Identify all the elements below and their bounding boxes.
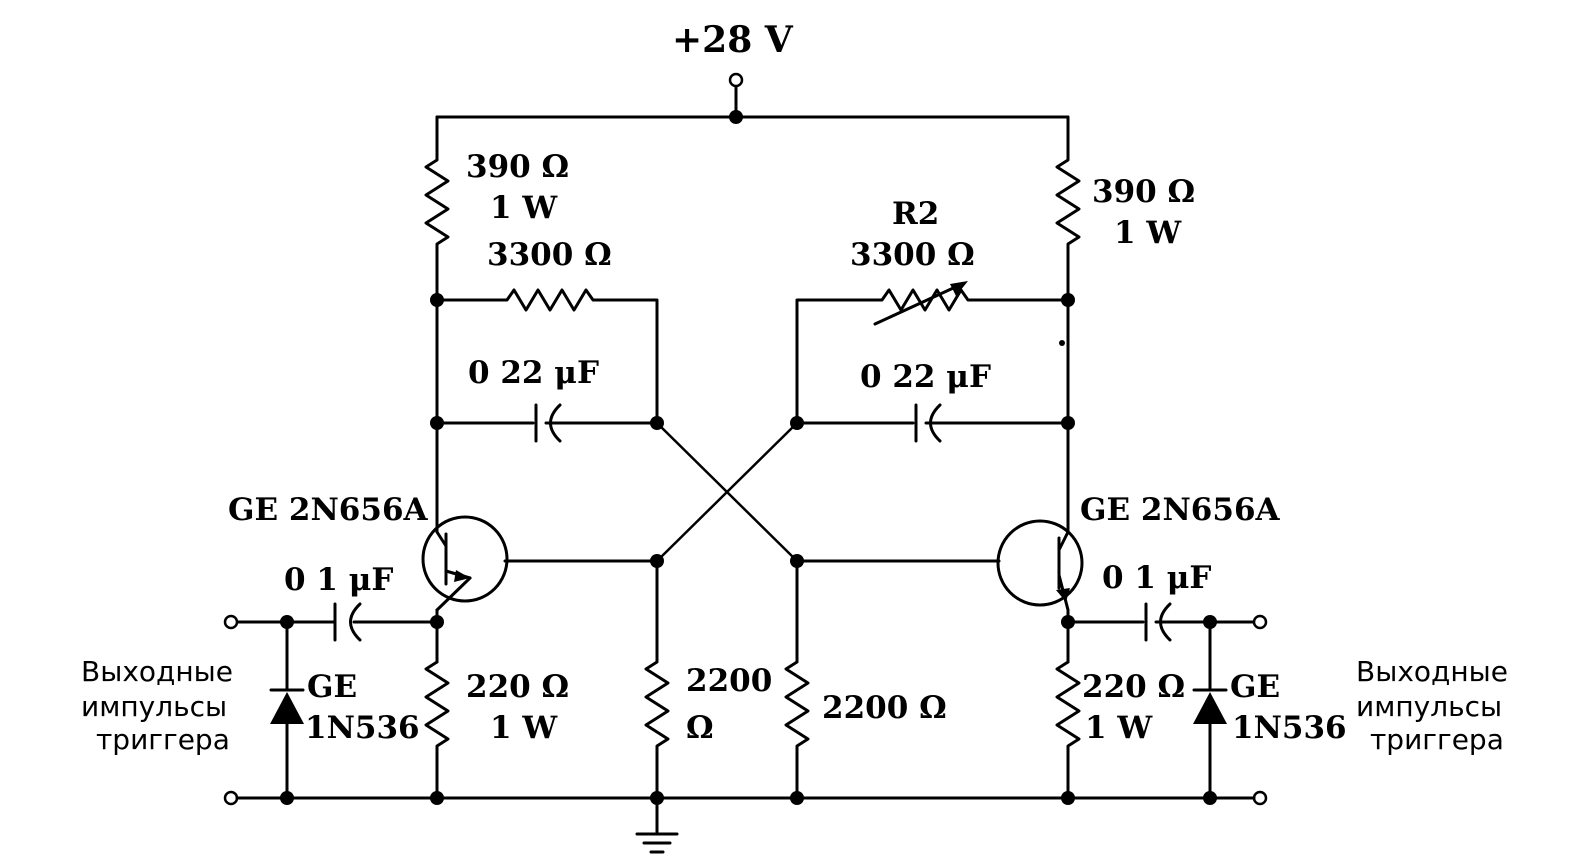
right-collector-resistor-power: 1 W xyxy=(1114,215,1182,251)
left-emitter-resistor-power: 1 W xyxy=(490,710,558,746)
bias-resistors: 2200 Ω 2200 Ω xyxy=(644,559,947,805)
right-bias-resistor-value: 2200 Ω xyxy=(822,690,947,726)
left-bias-resistor-value: 2200 xyxy=(686,663,772,699)
right-diode-part: 1N536 xyxy=(1232,710,1347,746)
left-output-capacitor-curve xyxy=(349,602,362,642)
right-output-terminal-top[interactable] xyxy=(1252,614,1268,630)
right-cross-resistor-adjust-arrow xyxy=(873,282,964,326)
left-bias-resistor xyxy=(644,559,670,800)
left-diode-part: 1N536 xyxy=(305,710,420,746)
right-transistor xyxy=(795,519,1084,612)
supply-voltage-label: +28 V xyxy=(672,19,794,61)
ground-rail xyxy=(235,796,1256,854)
right-cross-resistor-name: R2 xyxy=(892,196,939,232)
left-bias-resistor-unit: Ω xyxy=(686,710,714,746)
right-cross-resistor xyxy=(795,288,1070,425)
left-diode xyxy=(269,620,305,805)
right-diode-type: GE xyxy=(1230,669,1280,705)
right-emitter-resistor xyxy=(1055,660,1081,800)
supply-rail: +28 V xyxy=(435,19,1070,124)
left-output-capacitor-value: 0 1 μF xyxy=(284,562,393,598)
left-transistor xyxy=(421,515,659,612)
left-stage: 390 Ω 1 W 3300 Ω 0 22 μF GE 2N656A xyxy=(81,115,664,806)
right-collector-resistor-value: 390 Ω xyxy=(1092,174,1195,210)
right-emitter-resistor-value: 220 Ω xyxy=(1082,669,1185,705)
left-output-label-line1: Выходные xyxy=(81,655,233,688)
right-diode xyxy=(1192,620,1228,805)
right-emitter-resistor-power: 1 W xyxy=(1085,710,1153,746)
right-output-capacitor-value: 0 1 μF xyxy=(1102,560,1211,596)
right-cross-resistor-value: 3300 Ω xyxy=(850,237,975,273)
left-cross-resistor-value: 3300 Ω xyxy=(487,237,612,273)
left-emitter-resistor xyxy=(424,660,450,800)
right-stage: 390 Ω 1 W R2 3300 Ω 0 22 μF GE 2N656A xyxy=(790,115,1508,806)
supply-junction xyxy=(729,110,743,124)
left-collector-resistor xyxy=(424,115,450,302)
cross-coupling xyxy=(650,421,804,568)
left-diode-type: GE xyxy=(307,669,357,705)
left-collector-resistor-value: 390 Ω xyxy=(466,149,569,185)
left-output-label-line2: импульсы xyxy=(81,690,227,723)
left-cross-resistor xyxy=(435,288,659,425)
left-output-terminal-top[interactable] xyxy=(223,614,239,630)
supply-terminal[interactable] xyxy=(728,72,744,88)
right-transistor-label: GE 2N656A xyxy=(1080,492,1281,528)
right-cross-capacitor-value: 0 22 μF xyxy=(860,359,991,395)
left-cross-capacitor-value: 0 22 μF xyxy=(468,355,599,391)
ground-icon xyxy=(635,832,679,854)
left-output-label-line3: триггера xyxy=(96,723,230,756)
left-transistor-label: GE 2N656A xyxy=(228,492,429,528)
left-emitter-resistor-value: 220 Ω xyxy=(466,669,569,705)
right-bias-resistor xyxy=(784,559,810,800)
right-output-terminal-bottom[interactable] xyxy=(1252,790,1268,806)
left-collector-resistor-power: 1 W xyxy=(490,190,558,226)
right-collector-resistor xyxy=(1055,115,1081,302)
right-output-label-line3: триггера xyxy=(1370,723,1504,756)
left-output-terminal-bottom[interactable] xyxy=(223,790,239,806)
right-output-label-line1: Выходные xyxy=(1356,655,1508,688)
right-output-label-line2: импульсы xyxy=(1356,690,1502,723)
